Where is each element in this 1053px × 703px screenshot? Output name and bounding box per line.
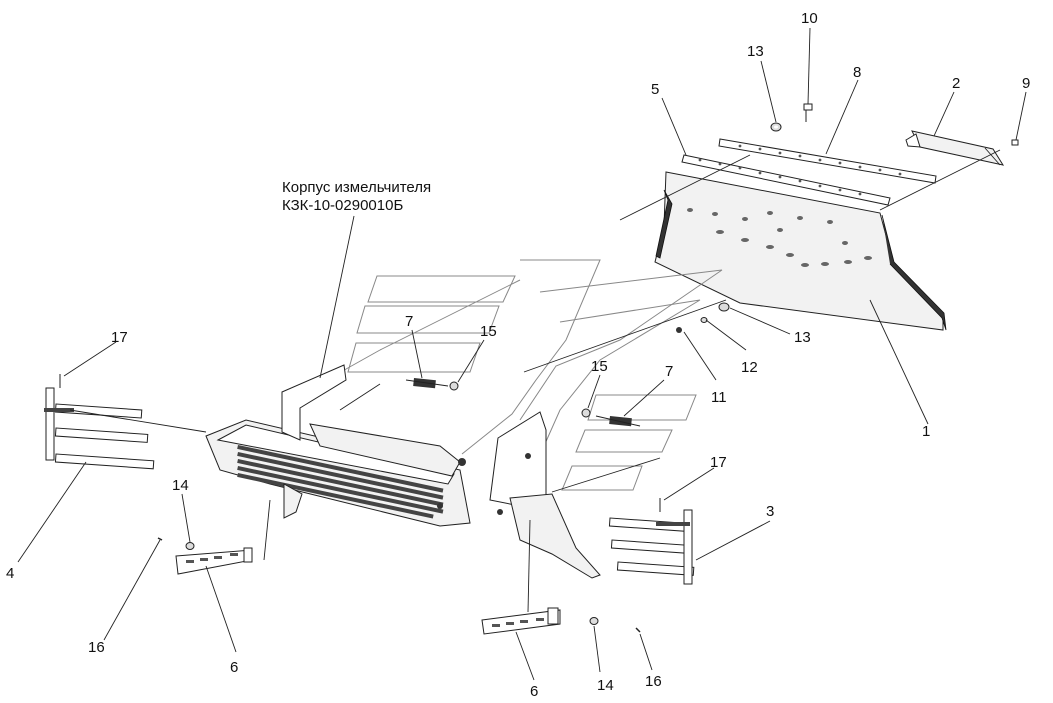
- callout-11: 11: [711, 389, 727, 406]
- callout-9: 9: [1022, 75, 1030, 92]
- hardware-bolt-10: [803, 103, 813, 122]
- callout-6-right: 6: [530, 683, 538, 700]
- hardware-washer-13-top: [770, 122, 782, 132]
- callout-labels: 1 2 3 4 5 6 6 7 7 8 9 10 11 12 13 13 14 …: [6, 10, 1030, 700]
- hardware-washer-12: [700, 317, 708, 323]
- part-16-pin-left: [157, 537, 163, 541]
- callout-2: 2: [952, 75, 960, 92]
- callout-15-left: 15: [480, 323, 497, 340]
- assembly-caption-line1: Корпус измельчителя: [282, 179, 431, 196]
- assembly-caption-line2: КЗК-10-0290010Б: [282, 197, 403, 214]
- callout-13-top: 13: [747, 43, 764, 60]
- callout-10: 10: [801, 10, 818, 27]
- part-3-grille-right: [608, 498, 695, 585]
- part-6-tensioner-right: [481, 607, 561, 635]
- part-1-deflector-plate: [654, 171, 947, 331]
- callout-7-right: 7: [665, 363, 673, 380]
- part-14-washer-right: [589, 617, 599, 625]
- part-7-spring-left: [405, 378, 449, 389]
- part-5-strip: [681, 154, 891, 206]
- part-6-tensioner-left: [175, 547, 253, 575]
- part-2-angle-bracket: [905, 130, 1005, 166]
- callout-14-left: 14: [172, 477, 189, 494]
- hardware-nut-11: [676, 327, 682, 333]
- chopper-housing: [205, 364, 601, 579]
- callout-16-left: 16: [88, 639, 105, 656]
- part-16-pin-right: [635, 627, 641, 633]
- callout-5: 5: [651, 81, 659, 98]
- callout-4: 4: [6, 565, 14, 582]
- part-14-washer-left: [185, 542, 195, 550]
- hardware-bolt-9: [1011, 139, 1019, 146]
- part-15-washer-left: [449, 381, 459, 391]
- callout-13-right: 13: [794, 329, 811, 346]
- part-4-grille-left: [44, 374, 155, 470]
- callout-12: 12: [741, 359, 758, 376]
- part-8-strip: [718, 138, 937, 184]
- callout-8: 8: [853, 64, 861, 81]
- callout-16-right: 16: [645, 673, 662, 690]
- callout-14-right: 14: [597, 677, 614, 694]
- callout-17-left: 17: [111, 329, 128, 346]
- callout-17-right: 17: [710, 454, 727, 471]
- hardware-washer-13-right: [718, 302, 730, 312]
- callout-1: 1: [922, 423, 930, 440]
- leader-lines: [17, 27, 1027, 681]
- callout-15-right: 15: [591, 358, 608, 375]
- callout-6-left: 6: [230, 659, 238, 676]
- callout-3: 3: [766, 503, 774, 520]
- housing-ghost-outline: [329, 259, 723, 491]
- part-15-washer-right: [581, 408, 591, 418]
- housing-louvres: [237, 445, 444, 519]
- callout-7-left: 7: [405, 313, 413, 330]
- part-7-spring-right: [595, 415, 641, 427]
